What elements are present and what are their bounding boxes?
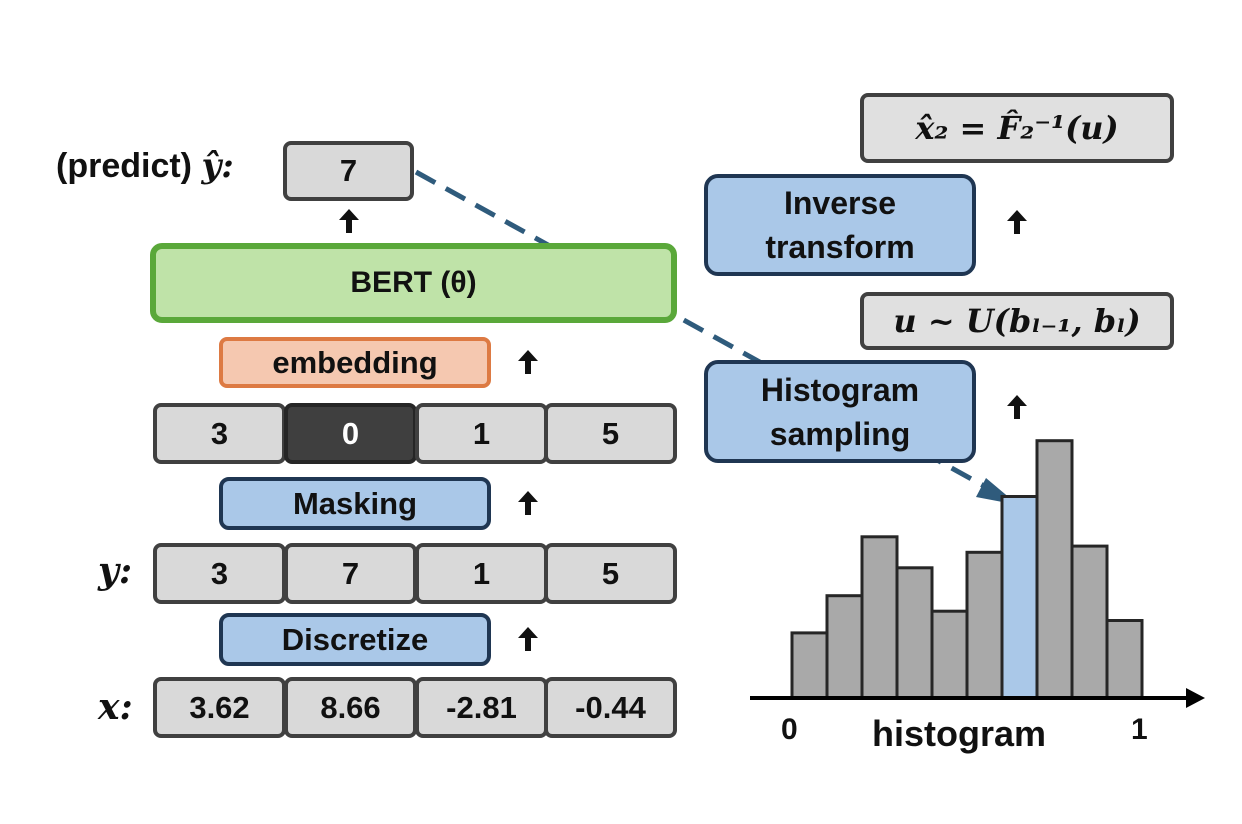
masked-token-3-value: 5 — [601, 415, 620, 451]
inverse-transform-line2: transform — [765, 229, 915, 265]
masked-token-0: 3 — [153, 403, 286, 464]
masked-token-0-value: 3 — [210, 415, 229, 451]
up-arrow-icon — [518, 627, 538, 651]
histogram-chart — [750, 439, 1205, 708]
x-value-3-text: -0.44 — [575, 689, 646, 725]
up-arrow-icon — [518, 350, 538, 374]
histogram-sampling-box: Histogram sampling — [704, 360, 976, 463]
x-value-3: -0.44 — [544, 677, 677, 738]
predict-symbol: ŷ: — [201, 146, 234, 186]
histogram-sampling-line2: sampling — [769, 415, 911, 452]
up-arrow-icon — [1007, 210, 1027, 234]
histogram-bar — [790, 631, 829, 700]
uniform-formula: u ~ U(bₗ₋₁, bₗ) — [893, 302, 1141, 340]
up-arrow-icon — [518, 491, 538, 515]
y-token-1: 7 — [284, 543, 417, 604]
histogram-bar — [965, 550, 1004, 700]
predict-text: (predict) — [56, 147, 192, 185]
inverse-formula: x̂₂ = F̂₂⁻¹(u) — [915, 109, 1119, 147]
masked-token-2: 1 — [415, 403, 548, 464]
predicted-token-value: 7 — [339, 153, 358, 188]
up-arrow-icon — [339, 209, 359, 233]
histogram-bar — [1070, 544, 1109, 700]
masking-label: Masking — [292, 485, 418, 521]
histogram-axis-label: histogram — [872, 713, 1047, 754]
x-value-1: 8.66 — [284, 677, 417, 738]
predict-label: (predict) ŷ: — [56, 146, 234, 186]
y-token-1-value: 7 — [341, 555, 360, 591]
histogram-bar — [1035, 439, 1074, 700]
x-value-2: -2.81 — [415, 677, 548, 738]
bert-model-label: BERT (θ) — [350, 266, 477, 299]
histogram-bar — [860, 535, 899, 700]
y-token-2: 1 — [415, 543, 548, 604]
y-token-3: 5 — [544, 543, 677, 604]
inverse-transform-line1: Inverse — [783, 185, 897, 221]
y-token-0: 3 — [153, 543, 286, 604]
masked-token-3: 5 — [544, 403, 677, 464]
bert-model-box: BERT (θ) — [150, 243, 677, 323]
discretize-box: Discretize — [219, 613, 491, 666]
y-token-2-value: 1 — [472, 555, 491, 591]
x-value-0: 3.62 — [153, 677, 286, 738]
x-value-2-text: -2.81 — [446, 689, 517, 725]
inverse-transform-box: Inverse transform — [704, 174, 976, 276]
masking-box: Masking — [219, 477, 491, 530]
embedding-label: embedding — [272, 344, 438, 380]
histogram-bar — [825, 594, 864, 700]
uniform-formula-box: u ~ U(bₗ₋₁, bₗ) — [860, 292, 1174, 350]
histogram-bar — [895, 566, 934, 700]
masked-token-1-value: 0 — [341, 415, 360, 451]
y-token-0-value: 3 — [210, 555, 229, 591]
histogram-bar — [930, 609, 969, 700]
discretize-label: Discretize — [281, 621, 429, 657]
inverse-formula-box: x̂₂ = F̂₂⁻¹(u) — [860, 93, 1174, 163]
x-label: x: — [98, 686, 133, 728]
histogram-sampling-line1: Histogram — [760, 371, 920, 408]
up-arrow-icon — [1007, 395, 1027, 419]
histogram-bar — [1105, 619, 1144, 700]
masked-token-1: 0 — [284, 403, 417, 464]
masked-token-2-value: 1 — [472, 415, 491, 451]
y-token-3-value: 5 — [601, 555, 620, 591]
x-value-1-text: 8.66 — [320, 689, 381, 725]
x-value-0-text: 3.62 — [189, 689, 250, 725]
histogram-tick-0: 0 — [781, 713, 798, 746]
histogram-axis-arrowhead — [1186, 688, 1205, 708]
embedding-box: embedding — [219, 337, 491, 388]
histogram-tick-1: 1 — [1131, 713, 1148, 746]
predicted-token-box: 7 — [283, 141, 414, 201]
histogram-bar-highlighted — [1000, 495, 1039, 700]
y-label: y: — [98, 550, 133, 592]
